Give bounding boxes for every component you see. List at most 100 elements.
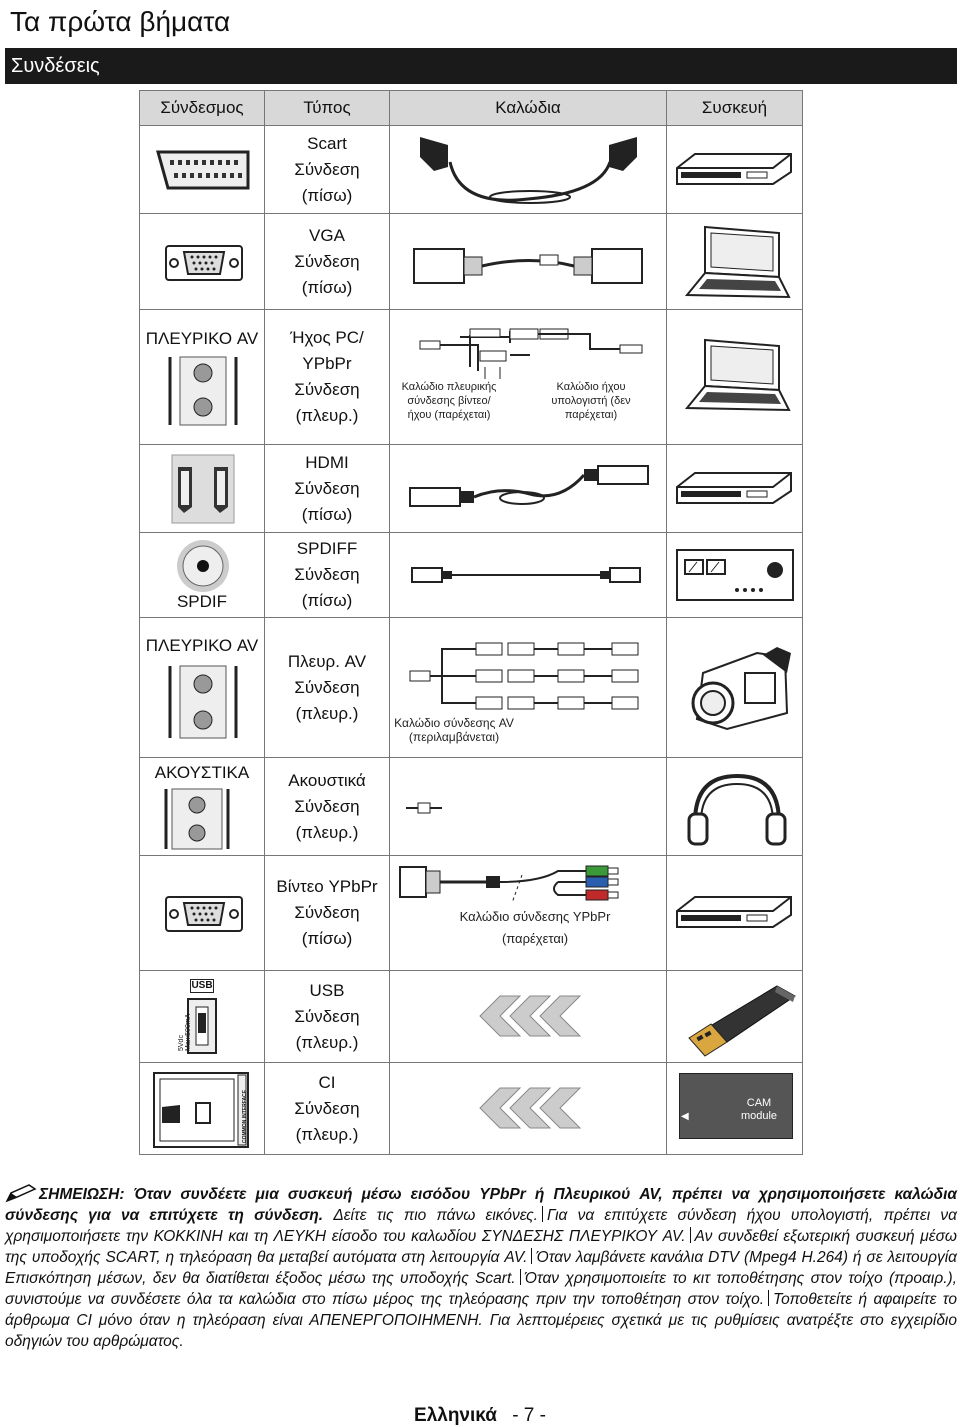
note-heading: ΣΗΜΕΙΩΣΗ: xyxy=(39,1186,125,1203)
type-line: Σύνδεση xyxy=(294,159,360,179)
section-title: Συνδέσεις xyxy=(5,48,957,84)
cable-cell xyxy=(389,757,667,856)
page-footer: Ελληνικά - 7 - xyxy=(0,1405,960,1427)
device-cell xyxy=(666,757,803,856)
note-sentence: Δείτε τις πιο πάνω εικόνες. xyxy=(333,1207,538,1224)
connector-cell: USB 5Vdc Max:500mA xyxy=(139,970,265,1063)
cable-cell: Καλώδιο σύνδεσης YPbPr (παρέχεται) xyxy=(389,855,667,971)
connector-cell: ΠΛΕΥΡΙΚΟ AV xyxy=(139,617,265,758)
connections-table: Σύνδεσμος Τύπος Καλώδια Συσκευή Scart Σύ… xyxy=(139,90,803,1155)
note-sentence: Τοποθετείτε ή αφαιρείτε το άρθρωμα CI μό… xyxy=(5,1291,957,1350)
type-cell: Scart Σύνδεση (πίσω) xyxy=(264,125,390,214)
type-line: CI xyxy=(318,1072,336,1092)
cam-module-label: CAM module xyxy=(740,1097,778,1122)
cable-caption: Καλώδιο σύνδεσης AV (περιλαμβάνεται) xyxy=(394,716,514,744)
header-type: Τύπος xyxy=(264,90,390,126)
connector-cell xyxy=(139,125,265,214)
connector-cell: COMMON INTERFACE xyxy=(139,1062,265,1155)
separator xyxy=(768,1290,770,1306)
side-av-jacks-icon xyxy=(168,356,238,426)
type-line: (πίσω) xyxy=(301,185,353,205)
vga-port-icon xyxy=(165,244,243,281)
note-sentence: Για να επιτύχετε σύνδεση ήχου υπολογιστή… xyxy=(5,1207,957,1245)
device-cell xyxy=(666,855,803,971)
device-cell xyxy=(666,125,803,214)
table-row-usb: USB 5Vdc Max:500mA USB Σύνδεση (πλευρ.) xyxy=(139,970,803,1063)
type-line: (πίσω) xyxy=(301,591,353,610)
type-cell: VGA Σύνδεση (πίσω) xyxy=(264,213,390,310)
connector-label: ΠΛΕΥΡΙΚΟ AV xyxy=(145,635,259,655)
note-sentence: Όταν χρησιμοποιείτε το κιτ τοποθέτησης σ… xyxy=(5,1270,957,1308)
table-row-ypbpr: Βίντεο YPbPr Σύνδεση (πίσω) xyxy=(139,855,803,971)
table-header-row: Σύνδεσμος Τύπος Καλώδια Συσκευή xyxy=(139,90,803,126)
type-line: (πίσω) xyxy=(301,504,353,524)
type-line: YPbPr xyxy=(302,354,352,373)
usb-stick-icon xyxy=(688,984,796,1057)
connector-label: SPDIF xyxy=(176,592,228,611)
note-block: ΣΗΜΕΙΩΣΗ: Όταν συνδέετε μια συσκευή μέσω… xyxy=(5,1183,957,1352)
table-row-scart: Scart Σύνδεση (πίσω) xyxy=(139,125,803,214)
separator xyxy=(519,1269,521,1285)
type-line: Σύνδεση xyxy=(294,478,360,498)
footer-page-number: - 7 - xyxy=(512,1405,546,1426)
dvd-player-icon xyxy=(676,471,792,504)
type-line: Σύνδεση xyxy=(294,251,360,271)
type-line: (πίσω) xyxy=(301,277,353,297)
cable-caption: Καλώδιο σύνδεσης YPbPr (παρέχεται) xyxy=(459,909,611,946)
device-cell xyxy=(666,970,803,1063)
note-sentence: Όταν συνδέετε μια συσκευή μέσω εισόδου Y… xyxy=(5,1186,957,1224)
type-line: (πλευρ.) xyxy=(295,1032,359,1052)
type-line: Σύνδεση xyxy=(294,677,360,697)
camcorder-icon xyxy=(691,646,791,730)
type-line: Πλευρ. AV xyxy=(287,651,367,671)
device-cell xyxy=(666,532,803,618)
type-line: Βίντεο YPbPr xyxy=(276,877,378,896)
type-cell: USB Σύνδεση (πλευρ.) xyxy=(264,970,390,1063)
side-av-jacks-icon xyxy=(168,665,238,738)
note-sentence: Αν συνδεθεί εξωτερική συσκευή μέσω της υ… xyxy=(5,1228,957,1266)
laptop-icon xyxy=(684,225,791,298)
cable-cell xyxy=(389,125,667,214)
type-line: Σύνδεση xyxy=(294,1006,360,1026)
type-line: VGA xyxy=(309,225,345,245)
cable-cell: Καλώδιο σύνδεσης AV (περιλαμβάνεται) xyxy=(389,617,667,758)
device-cell xyxy=(666,213,803,310)
table-row-pc-audio: ΠΛΕΥΡΙΚΟ AV Ήχος PC/ YPbPr Σύνδεση (πλευ… xyxy=(139,309,803,445)
table-row-spdif: SPDIF SPDIFF Σύνδεση (πίσω) xyxy=(139,532,803,618)
hdmi-ports-icon xyxy=(171,454,235,523)
connector-label: USB xyxy=(190,979,214,993)
ci-port-label: COMMON INTERFACE xyxy=(242,1089,248,1143)
device-cell xyxy=(666,309,803,445)
cable-cell: Καλώδιο πλευρικής σύνδεσης βίντεο/ ήχου … xyxy=(389,309,667,445)
type-line: SPDIFF xyxy=(296,539,358,558)
table-row-vga: VGA Σύνδεση (πίσω) xyxy=(139,213,803,310)
connector-cell: ΠΛΕΥΡΙΚΟ AV xyxy=(139,309,265,445)
header-connector: Σύνδεσμος xyxy=(139,90,265,126)
page-title: Τα πρώτα βήματα xyxy=(10,6,231,37)
spdif-cable-icon xyxy=(411,566,641,583)
device-cell xyxy=(666,617,803,758)
type-line: Ήχος PC/ xyxy=(290,328,364,347)
audio-amplifier-icon xyxy=(676,549,794,601)
type-line: Σύνδεση xyxy=(294,1098,360,1118)
insert-arrows-icon xyxy=(479,995,582,1036)
headphones-icon xyxy=(687,773,787,845)
scart-connector-icon xyxy=(156,150,250,189)
tv-side-ci-slot-icon xyxy=(153,1071,249,1148)
type-line: Scart xyxy=(307,133,347,153)
type-cell: Ακουστικά Σύνδεση (πλευρ.) xyxy=(264,757,390,856)
cable-cell xyxy=(389,1062,667,1155)
separator xyxy=(541,1206,543,1222)
type-cell: HDMI Σύνδεση (πίσω) xyxy=(264,444,390,533)
type-line: (πλευρ.) xyxy=(295,822,359,842)
type-line: Σύνδεση xyxy=(294,903,360,922)
separator xyxy=(531,1248,533,1264)
spdif-jack-icon xyxy=(177,540,229,592)
cable-cell xyxy=(389,970,667,1063)
dvd-player-icon xyxy=(676,152,792,185)
av-cable-icon xyxy=(409,642,639,709)
type-line: Ακουστικά xyxy=(288,770,366,790)
vga-cable-icon xyxy=(413,247,643,284)
device-cell xyxy=(666,444,803,533)
table-row-side-av: ΠΛΕΥΡΙΚΟ AV Πλευρ. AV Σύνδεση (πλευρ.) xyxy=(139,617,803,758)
